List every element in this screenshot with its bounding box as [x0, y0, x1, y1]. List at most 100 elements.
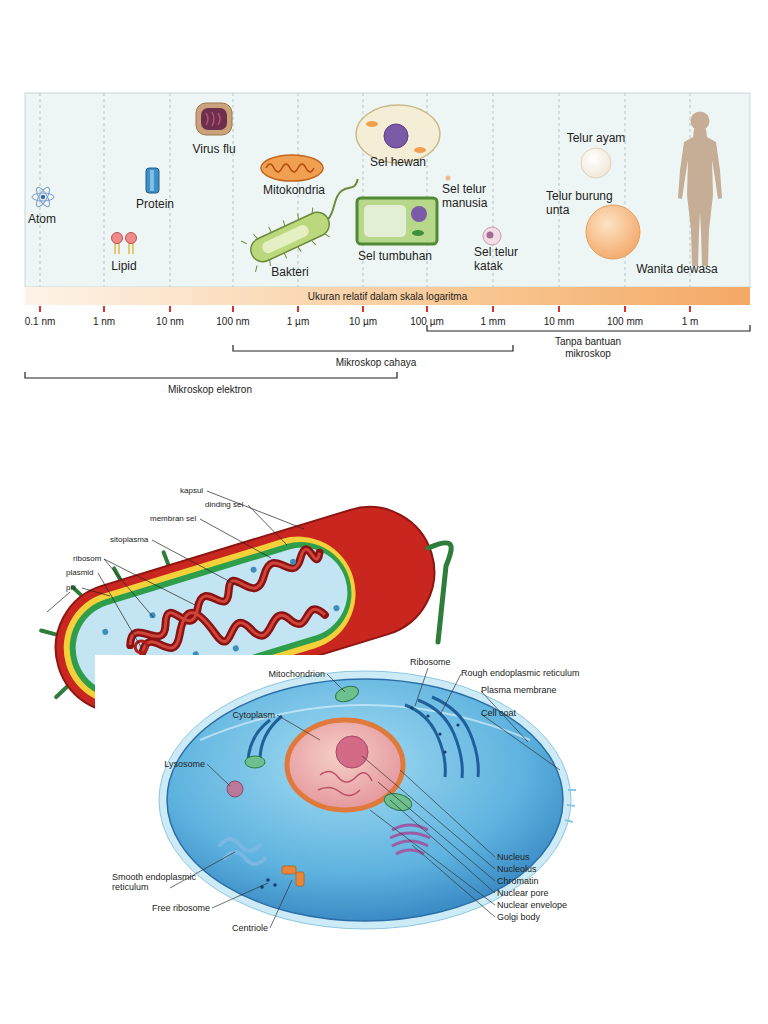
lipid-head	[112, 233, 123, 244]
scale-tick-label: 1 µm	[273, 316, 323, 328]
gridline	[170, 93, 171, 287]
microscope-range-label: Mikroskop cahaya	[311, 357, 441, 369]
scale-item-label: Wanita dewasa	[627, 263, 727, 277]
tick-mark	[169, 306, 171, 312]
leader-line	[170, 852, 235, 888]
leader-line	[212, 883, 268, 908]
animal-cell-organelle	[366, 121, 378, 127]
scale-item-label: Telur burung unta	[546, 190, 628, 218]
leader-line	[98, 573, 141, 647]
golgi-cisterna	[392, 841, 428, 846]
human-egg-icon	[446, 176, 451, 181]
tick-mark	[558, 306, 560, 312]
scale-item-label: Virus flu	[174, 143, 254, 157]
scale-tick-label: 10 µm	[338, 316, 388, 328]
cell-part-label: Mitochondrion	[215, 669, 325, 679]
plant-cell-nucleus	[411, 206, 427, 222]
gridline	[625, 93, 626, 287]
atom-icon	[32, 185, 54, 208]
gridline	[104, 93, 105, 287]
bacterium-leaders	[47, 491, 304, 647]
cell-part-label: Centriole	[168, 923, 268, 933]
gridline	[40, 93, 41, 287]
ribosome	[333, 604, 340, 611]
woman-body	[678, 129, 722, 266]
leader-line	[270, 880, 292, 928]
atom-orbit	[32, 193, 54, 201]
cell-part-label: Free ribosome	[110, 903, 210, 913]
scale-tick-label: 1 mm	[468, 316, 518, 328]
lipid-icon	[112, 233, 137, 255]
leader-line	[152, 540, 238, 586]
image-background	[95, 655, 625, 955]
virus-coat	[196, 103, 232, 135]
tick-mark	[232, 306, 234, 312]
bacteria-part-label: kapsul	[180, 486, 250, 495]
ribosome-dot	[273, 883, 277, 887]
virus-icon	[196, 103, 232, 135]
cell-part-label: Nuclear pore	[497, 888, 597, 898]
cell-part-label: Ribosome	[410, 657, 490, 667]
gridline	[233, 93, 234, 287]
centriole	[282, 866, 296, 874]
leader-line	[104, 559, 153, 617]
mitochondrion	[382, 791, 413, 814]
band-title: Ukuran relatif dalam skala logaritma	[308, 291, 468, 302]
ribosome	[102, 628, 109, 635]
scale-tick-label: 100 nm	[208, 316, 258, 328]
golgi-cisterna	[390, 833, 430, 838]
atom-nucleus	[41, 195, 45, 199]
frog-egg	[483, 227, 501, 245]
protein-highlight	[150, 170, 154, 191]
plant-cell-vacuole	[364, 205, 406, 237]
ribosome-dot	[426, 714, 429, 717]
scale-item-label: Lipid	[99, 260, 149, 274]
bacteria-interior	[260, 223, 310, 255]
leader-line	[207, 491, 304, 529]
protein-body	[146, 168, 159, 193]
nucleoid-dna-highlight	[118, 546, 337, 674]
woman-silhouette	[678, 112, 722, 267]
centriole	[296, 872, 304, 886]
mitochondria-outer	[261, 155, 323, 181]
leader-line	[207, 764, 230, 786]
nucleolus	[336, 736, 368, 768]
bacteria-part-label: plasmid	[66, 568, 136, 577]
mitochondria-cristae	[266, 164, 314, 172]
plant-cell-wall	[357, 198, 437, 244]
nucleoid-dna	[118, 546, 337, 674]
tick-mark	[39, 306, 41, 312]
frog-egg-nucleus	[487, 232, 494, 239]
microvillus	[567, 805, 575, 806]
leader-line	[47, 592, 70, 612]
ribosome	[250, 566, 257, 573]
mitochondrion	[245, 756, 265, 768]
scale-item-label: Protein	[125, 198, 185, 212]
scale-ticks	[40, 306, 690, 312]
smooth-er	[220, 839, 265, 864]
microscope-range-label: Tanpa bantuan mikroskop	[545, 336, 631, 359]
bacteria-icon	[238, 179, 375, 273]
scale-item-label: Telur ayam	[556, 132, 636, 146]
bacteria-part-label: membran sel	[150, 514, 220, 523]
scale-band: Ukuran relatif dalam skala logaritma	[25, 287, 750, 305]
cell-part-label: Nuclear envelope	[497, 900, 617, 910]
scale-item-label: Atom	[17, 213, 67, 227]
leader-line	[362, 756, 495, 869]
leader-line	[200, 519, 271, 558]
scale-item-label: Sel hewan	[358, 156, 438, 170]
lysosome	[227, 781, 243, 797]
tick-mark	[492, 306, 494, 312]
leader-line	[277, 715, 320, 740]
virus-core	[201, 108, 227, 130]
cell-part-label: Cell coat	[481, 708, 581, 718]
tick-mark	[426, 306, 428, 312]
animal-cell-organelle	[414, 147, 426, 153]
flagellum	[428, 543, 451, 642]
atom-orbit	[34, 185, 52, 208]
leader-line	[82, 588, 110, 596]
range-bracket	[233, 345, 513, 351]
tick-mark	[103, 306, 105, 312]
ostrich-egg-icon	[586, 205, 640, 259]
